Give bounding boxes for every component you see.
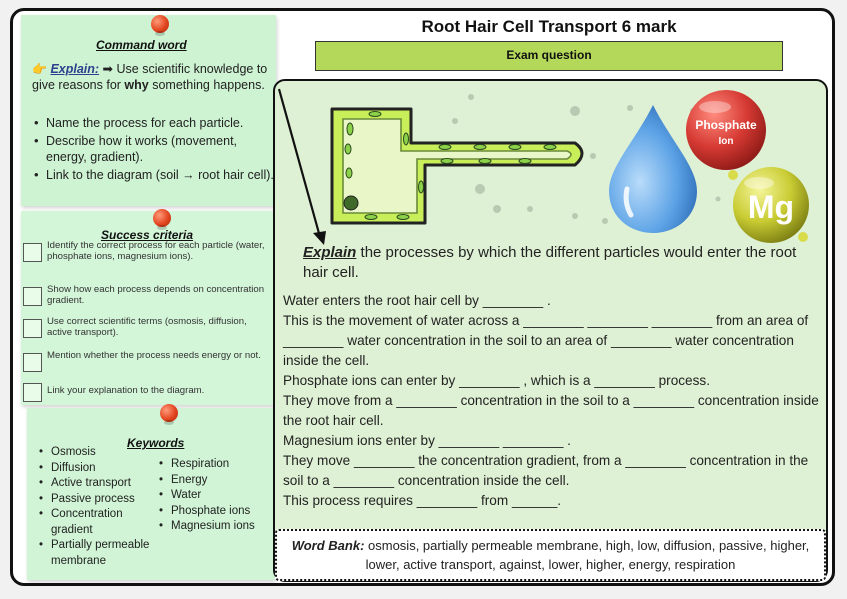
- pushpin-icon: [158, 404, 180, 426]
- paragraph: Water enters the root hair cell by _____…: [283, 293, 551, 308]
- pushpin-icon: [151, 209, 173, 231]
- list-item: Magnesium ions: [157, 519, 277, 535]
- criteria-item: Mention whether the process needs energy…: [21, 350, 271, 381]
- ion-label: Ion: [719, 136, 734, 147]
- success-criteria-list: Identify the correct process for each pa…: [21, 240, 271, 405]
- page-title: Root Hair Cell Transport 6 mark: [421, 17, 677, 36]
- pointing-hand-icon: 👉: [32, 62, 47, 76]
- list-item: Link to the diagram (soil → root hair ce…: [32, 167, 278, 183]
- root-hair-diagram: Phosphate Ion Mg: [277, 88, 809, 245]
- pushpin-icon: [149, 15, 171, 37]
- fill-in-paragraphs: Water enters the root hair cell by _____…: [283, 291, 828, 511]
- command-word-title: Command word: [96, 38, 187, 52]
- explain-definition: 👉 Explain: ➡ Use scientific knowledge to…: [32, 62, 268, 92]
- list-item: Energy: [157, 473, 277, 489]
- worksheet-slide: Command word 👉 Explain: ➡ Use scientific…: [10, 8, 835, 586]
- paragraph: They move from a ________ concentration …: [283, 393, 819, 428]
- exam-question-banner: Exam question: [315, 41, 783, 71]
- word-bank: Word Bank: osmosis, partially permeable …: [275, 529, 826, 581]
- root-hair-cell-icon: [330, 107, 584, 225]
- list-item: Active transport: [37, 476, 167, 492]
- phosphate-ion-icon: Phosphate Ion: [686, 90, 766, 170]
- success-criteria-note: Success criteria: [21, 209, 276, 405]
- checkbox[interactable]: [23, 353, 42, 372]
- arrow-icon: [277, 88, 326, 245]
- list-item: Concentration gradient: [37, 507, 167, 538]
- list-item: Phosphate ions: [157, 504, 277, 520]
- command-word-note: Command word 👉 Explain: ➡ Use scientific…: [21, 15, 276, 206]
- list-item: Partially permeable membrane: [37, 538, 167, 569]
- question-panel: Phosphate Ion Mg Explain the processes b…: [273, 79, 828, 582]
- list-item: Osmosis: [37, 445, 167, 461]
- magnesium-ion-icon: Mg: [728, 167, 809, 243]
- paragraph: They move ________ the concentration gra…: [283, 453, 809, 488]
- paragraph: This is the movement of water across a _…: [283, 313, 809, 368]
- success-criteria-title: Success criteria: [101, 228, 194, 242]
- list-item: Name the process for each particle.: [32, 115, 278, 131]
- command-bullets: Name the process for each particle. Desc…: [32, 115, 278, 185]
- keywords-list-left: Osmosis Diffusion Active transport Passi…: [37, 445, 167, 569]
- criteria-item: Identify the correct process for each pa…: [21, 240, 271, 285]
- list-item: Water: [157, 488, 277, 504]
- list-item: Respiration: [157, 457, 277, 473]
- word-bank-text: osmosis, partially permeable membrane, h…: [364, 538, 810, 572]
- phosphate-label: Phosphate: [695, 118, 757, 132]
- keywords-list-right: Respiration Energy Water Phosphate ions …: [157, 457, 277, 535]
- water-droplet-icon: [609, 105, 697, 233]
- mg-label: Mg: [748, 189, 794, 225]
- criteria-item: Use correct scientific terms (osmosis, d…: [21, 316, 271, 351]
- paragraph: This process requires ________ from ____…: [283, 493, 562, 508]
- paragraph: Magnesium ions enter by ________ _______…: [283, 433, 571, 448]
- checkbox[interactable]: [23, 319, 42, 338]
- list-item: Passive process: [37, 492, 167, 508]
- paragraph: Phosphate ions can enter by ________ , w…: [283, 373, 710, 388]
- checkbox[interactable]: [23, 287, 42, 306]
- checkbox[interactable]: [23, 383, 42, 402]
- explain-label: Explain:: [50, 62, 100, 76]
- criteria-item: Link your explanation to the diagram.: [21, 381, 271, 405]
- list-item: Diffusion: [37, 461, 167, 477]
- list-item: Describe how it works (movement, energy,…: [32, 133, 278, 165]
- checkbox[interactable]: [23, 243, 42, 262]
- question-text: Explain the processes by which the diffe…: [303, 244, 797, 281]
- word-bank-label: Word Bank:: [291, 538, 365, 553]
- criteria-item: Show how each process depends on concent…: [21, 284, 271, 317]
